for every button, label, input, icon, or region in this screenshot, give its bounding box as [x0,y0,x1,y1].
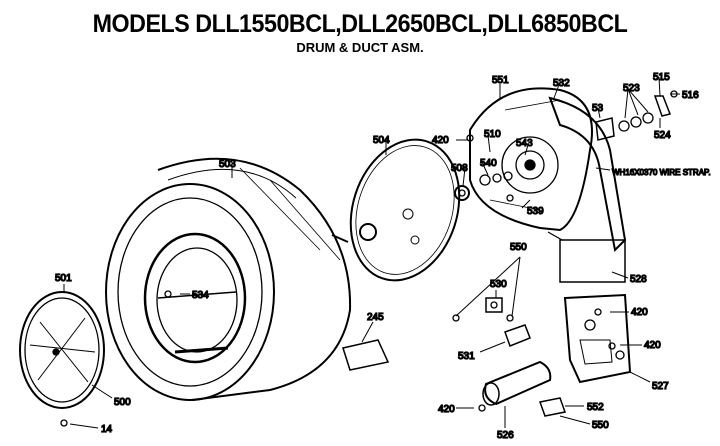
label-539: 539 [527,206,544,217]
leader-lines [63,76,680,429]
front-seal-501[interactable] [19,291,105,409]
label-524: 524 [654,130,671,141]
bracket-53[interactable] [595,117,615,141]
washers-523[interactable] [618,112,654,132]
thermal-fuse-531[interactable] [504,324,531,347]
heater-526[interactable] [482,360,552,406]
label-420-lower-right: 420 [644,340,661,351]
label-503: 503 [219,159,236,170]
label-508: 508 [451,163,468,174]
label-527: 527 [652,381,669,392]
bracket-245[interactable] [342,339,390,371]
drum-503[interactable] [105,157,352,401]
label-516: 516 [682,90,699,101]
duct-528[interactable] [547,96,627,283]
label-532: 532 [553,78,570,89]
label-420-top: 420 [432,135,449,146]
label-500: 500 [114,397,131,408]
label-510: 510 [484,129,501,140]
label-501: 501 [55,273,72,284]
label-420-bottom: 420 [438,404,455,415]
duct-housing-551[interactable] [469,87,593,232]
label-551: 551 [492,75,509,86]
label-530: 530 [490,279,507,290]
diagram-title: MODELS DLL1550BCL,DLL2650BCL,DLL6850BCL [92,10,628,38]
label-534: 534 [192,290,209,301]
label-550-top: 550 [510,242,527,253]
label-528: 528 [630,274,647,285]
bearing-508[interactable] [454,185,470,201]
label-wire-strap: WH16X0370 WIRE STRAP. [612,168,711,177]
label-14: 14 [101,424,113,435]
label-504: 504 [373,135,390,146]
thermostat-530[interactable] [485,297,503,313]
clip-552[interactable] [539,397,566,417]
label-526: 526 [497,430,514,441]
label-53: 53 [592,103,604,114]
front-duct-527[interactable] [563,293,632,384]
label-523: 523 [623,83,640,94]
label-540: 540 [480,158,497,169]
label-550-bottom: 550 [592,420,609,431]
screw-420-icon [60,134,616,427]
clip-515[interactable] [653,90,678,117]
diagram-subtitle: DRUM & DUCT ASM. [296,40,424,55]
label-552: 552 [587,402,604,413]
label-543: 543 [516,138,533,149]
rear-panel-504[interactable] [333,125,476,294]
label-531: 531 [458,351,475,362]
label-420-right: 420 [631,307,648,318]
label-515: 515 [653,72,670,83]
label-245: 245 [367,312,384,323]
